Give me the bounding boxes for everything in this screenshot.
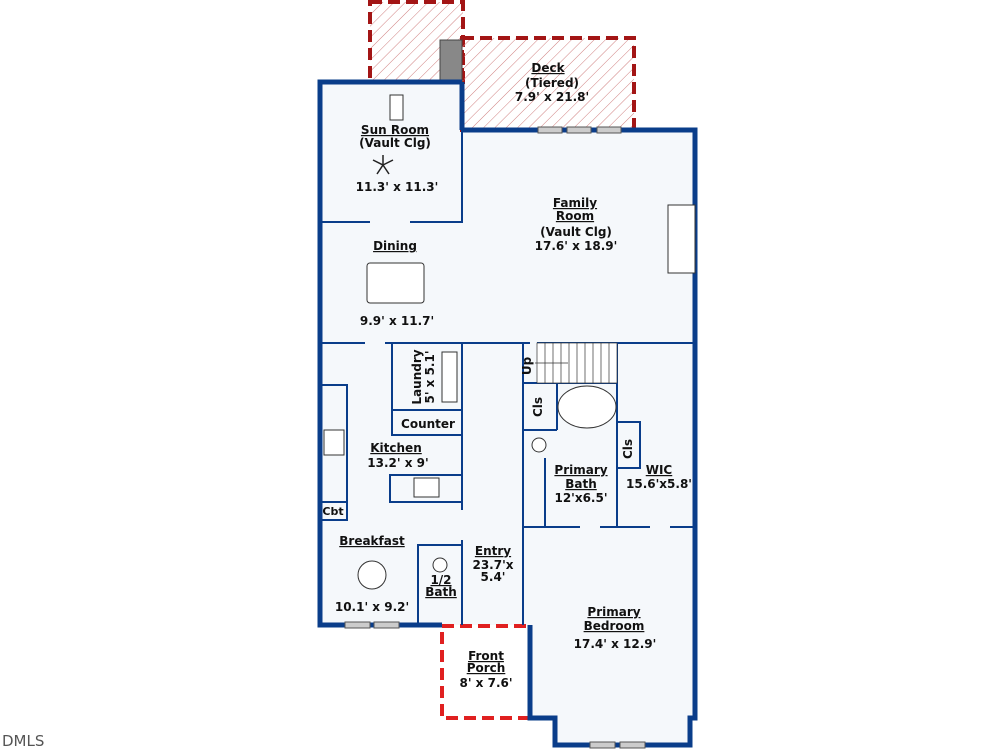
- laundry-label: Laundry: [410, 349, 424, 404]
- deck-size: 7.9' x 21.8': [515, 90, 589, 104]
- kitchen-label: Kitchen: [370, 441, 422, 455]
- stove-icon: [413, 477, 440, 498]
- family-room-label-2: Room: [556, 209, 594, 223]
- primary-bedroom-label: Primary: [587, 605, 640, 619]
- fireplace-icon: [667, 204, 696, 274]
- entry-size-2: 5.4': [481, 570, 506, 584]
- sun-room-label: Sun Room: [361, 123, 429, 137]
- laundry-size: 5' x 5.1': [423, 350, 437, 403]
- deck-note: (Tiered): [525, 76, 579, 90]
- half-bath-label: 1/2: [430, 573, 451, 587]
- wic-label: WIC: [646, 463, 673, 477]
- breakfast-size: 10.1' x 9.2': [335, 600, 409, 614]
- skylight: [389, 94, 404, 121]
- breakfast-table-icon: [357, 560, 387, 590]
- kitchen-size: 13.2' x 9': [367, 456, 428, 470]
- closet-label-2: Cls: [621, 439, 635, 459]
- front-porch-area: [440, 624, 532, 720]
- primary-bath-label-2: Bath: [565, 477, 597, 491]
- half-bath-label-2: Bath: [425, 585, 457, 599]
- windows: [344, 126, 646, 749]
- closet-label: Cls: [531, 397, 545, 417]
- counter-label: Counter: [401, 417, 455, 431]
- family-room-note: (Vault Clg): [540, 225, 612, 239]
- family-room-size: 17.6' x 18.9': [535, 239, 618, 253]
- deck-stairs: [439, 39, 463, 83]
- sun-room-note: (Vault Clg): [359, 136, 431, 150]
- sun-room-size: 11.3' x 11.3': [356, 180, 439, 194]
- front-porch-size: 8' x 7.6': [459, 676, 512, 690]
- family-room-label: Family: [553, 196, 597, 210]
- sink-icon: [323, 429, 345, 456]
- primary-bedroom-size: 17.4' x 12.9': [574, 637, 657, 651]
- bathtub-icon: [557, 385, 617, 429]
- stairs-up-label: Up: [520, 356, 534, 375]
- entry-label: Entry: [475, 544, 511, 558]
- toilet-icon: [432, 557, 448, 573]
- front-porch-label-2: Porch: [467, 661, 506, 675]
- cabinet-label: Cbt: [322, 505, 343, 518]
- deck-label: Deck: [531, 61, 565, 75]
- dmls-watermark: DMLS: [2, 732, 44, 750]
- deck-area: [460, 36, 636, 132]
- wic-size: 15.6'x5.8': [626, 477, 692, 491]
- toilet-icon: [531, 437, 547, 453]
- primary-bedroom-label-2: Bedroom: [584, 619, 645, 633]
- primary-bath-size: 12'x6.5': [554, 491, 607, 505]
- dining-size: 9.9' x 11.7': [360, 314, 434, 328]
- primary-bath-label: Primary: [554, 463, 607, 477]
- washer-icon: [441, 351, 458, 403]
- house-floor: [320, 82, 695, 745]
- front-porch-label: Front: [468, 649, 504, 663]
- entry-size: 23.7'x: [472, 558, 513, 572]
- dining-label: Dining: [373, 239, 417, 253]
- dining-table-icon: [366, 262, 425, 304]
- stairs-icon: [535, 342, 618, 384]
- breakfast-label: Breakfast: [339, 534, 405, 548]
- ceiling-fan-icon: [372, 155, 394, 175]
